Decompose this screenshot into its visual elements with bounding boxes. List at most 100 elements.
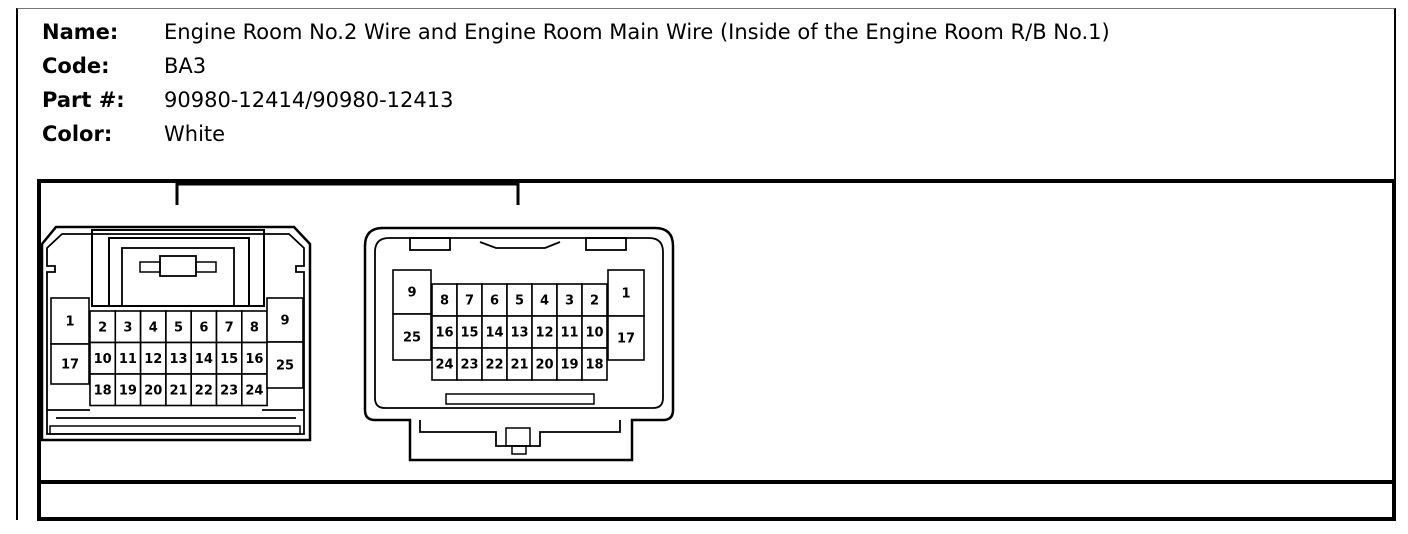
name-label: Name:: [42, 20, 119, 44]
pin-number: 25: [403, 331, 421, 346]
pin-cell: 15: [456, 315, 483, 349]
pin-number: 2: [98, 320, 107, 335]
pin-cell: 7: [215, 310, 243, 344]
footer-divider: [37, 480, 1396, 484]
pin-cell: 8: [431, 283, 458, 317]
pin-cell: 8: [241, 310, 268, 344]
part-label: Part #:: [42, 88, 125, 112]
pin-number: 11: [560, 326, 578, 341]
pin-cell: 25: [266, 341, 304, 389]
pin-number: 4: [540, 294, 549, 309]
pin-cell: 3: [556, 283, 583, 317]
pin-number: 12: [535, 326, 553, 341]
pin-number: 14: [195, 352, 213, 367]
pin-number: 15: [220, 352, 238, 367]
pin-cell: 15: [215, 341, 243, 375]
pin-number: 6: [199, 320, 208, 335]
pin-number: 11: [119, 352, 137, 367]
pin-number: 13: [170, 352, 188, 367]
pin-number: 7: [465, 294, 474, 309]
pin-cell: 13: [506, 315, 533, 349]
part-value: 90980-12414/90980-12413: [164, 88, 454, 112]
pin-cell: 24: [241, 373, 268, 407]
connector-diagram-frame: [37, 179, 1396, 521]
pin-number: 5: [174, 320, 183, 335]
pin-number: 23: [460, 358, 478, 373]
pin-number: 18: [94, 383, 112, 398]
pin-cell: 20: [531, 347, 558, 381]
pin-cell: 20: [139, 373, 167, 407]
pin-cell: 14: [481, 315, 508, 349]
pin-number: 12: [144, 352, 162, 367]
pin-cell: 2: [89, 310, 117, 344]
name-value: Engine Room No.2 Wire and Engine Room Ma…: [164, 20, 1110, 44]
pin-number: 3: [123, 320, 132, 335]
color-value: White: [164, 122, 226, 146]
pin-cell: 19: [556, 347, 583, 381]
pin-number: 22: [195, 383, 213, 398]
pin-number: 14: [485, 326, 503, 341]
pin-cell: 3: [114, 310, 142, 344]
pin-cell: 9: [266, 297, 304, 343]
pin-cell: 24: [431, 347, 458, 381]
pin-number: 24: [245, 383, 263, 398]
color-label: Color:: [42, 122, 113, 146]
pin-cell: 10: [581, 315, 608, 349]
pin-number: 10: [585, 326, 603, 341]
code-label: Code:: [42, 54, 110, 78]
pin-number: 17: [61, 358, 79, 373]
pin-number: 5: [515, 294, 524, 309]
pin-number: 17: [617, 332, 635, 347]
pin-number: 4: [149, 320, 158, 335]
pin-cell: 12: [531, 315, 558, 349]
pin-number: 18: [585, 358, 603, 373]
pin-number: 23: [220, 383, 238, 398]
pin-cell: 18: [581, 347, 608, 381]
pin-number: 9: [280, 314, 289, 329]
pin-number: 20: [535, 358, 553, 373]
pin-cell: 22: [481, 347, 508, 381]
pin-number: 25: [276, 359, 294, 374]
pin-cell: 18: [89, 373, 117, 407]
pin-number: 19: [119, 383, 137, 398]
pin-cell: 5: [506, 283, 533, 317]
pin-cell: 14: [190, 341, 218, 375]
pin-cell: 10: [89, 341, 117, 375]
code-value: BA3: [164, 54, 207, 78]
pin-number: 13: [510, 326, 528, 341]
pin-number: 21: [510, 358, 528, 373]
pin-cell: 21: [506, 347, 533, 381]
pin-cell: 17: [607, 315, 645, 361]
pin-cell: 9: [392, 269, 432, 315]
pin-number: 16: [245, 352, 263, 367]
pin-number: 21: [170, 383, 188, 398]
pin-cell: 1: [607, 269, 645, 317]
pin-cell: 23: [215, 373, 243, 407]
pin-number: 8: [440, 294, 449, 309]
pin-cell: 2: [581, 283, 608, 317]
pin-cell: 11: [556, 315, 583, 349]
pin-cell: 19: [114, 373, 142, 407]
pin-cell: 17: [50, 343, 90, 385]
pin-number: 9: [407, 286, 416, 301]
pin-cell: 13: [165, 341, 192, 375]
pin-cell: 21: [165, 373, 192, 407]
pin-cell: 16: [241, 341, 268, 375]
pin-number: 10: [94, 352, 112, 367]
pin-cell: 6: [190, 310, 218, 344]
pin-number: 19: [560, 358, 578, 373]
pin-number: 3: [565, 294, 574, 309]
pin-number: 20: [144, 383, 162, 398]
pin-number: 15: [460, 326, 478, 341]
pin-cell: 4: [139, 310, 167, 344]
left-connector-housing: [40, 225, 312, 442]
right-connector-housing: [363, 226, 675, 462]
pin-number: 1: [65, 315, 74, 330]
pin-cell: 23: [456, 347, 483, 381]
link-bracket: [175, 182, 520, 205]
pin-cell: 12: [139, 341, 167, 375]
pin-number: 22: [485, 358, 503, 373]
pin-number: 7: [225, 320, 234, 335]
